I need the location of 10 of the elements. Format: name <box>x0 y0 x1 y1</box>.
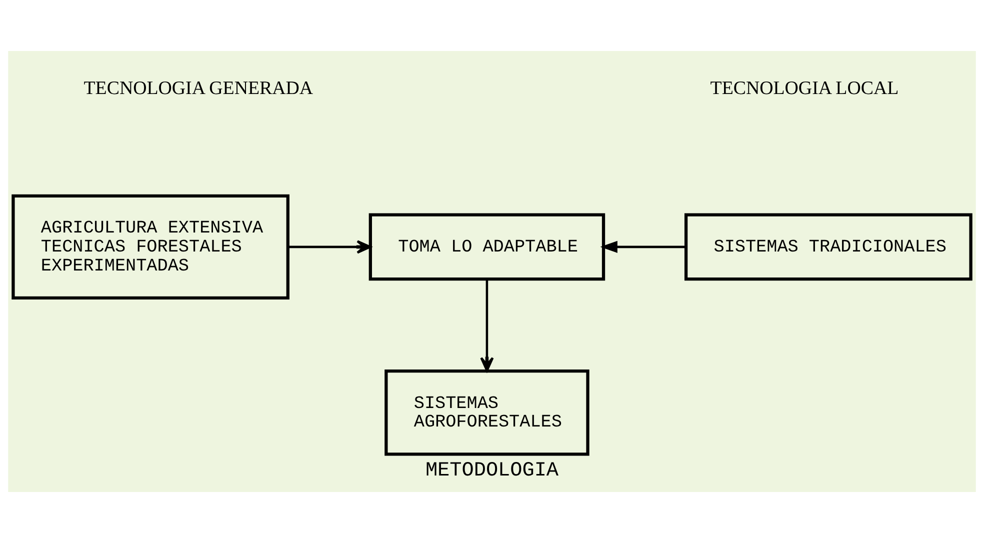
caption: METODOLOGIA <box>425 458 559 482</box>
node-box: AGRICULTURA EXTENSIVA TECNICAS FORESTALES EXPERIMENTADAS <box>12 194 290 300</box>
node-box: SISTEMAS TRADICIONALES <box>684 212 972 280</box>
node-box: TOMA LO ADAPTABLE <box>368 212 606 280</box>
label: TECNOLOGIA GENERADA <box>84 77 314 98</box>
arrow <box>480 278 494 372</box>
arrow <box>600 240 686 252</box>
label: TECNOLOGIA LOCAL <box>710 77 899 98</box>
node-box: SISTEMAS AGROFORESTALES <box>384 368 590 456</box>
arrow <box>288 240 372 254</box>
